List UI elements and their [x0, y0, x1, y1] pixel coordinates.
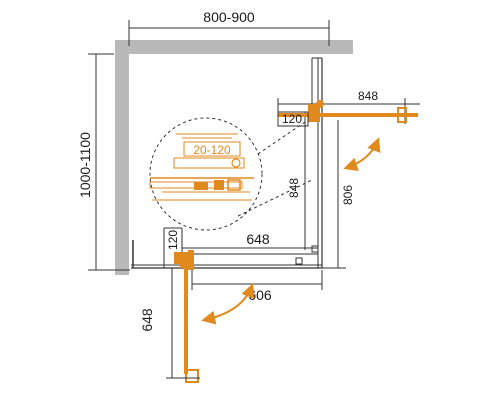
front-door-dimension: 606: [191, 270, 323, 303]
front-door-label: 606: [248, 287, 272, 303]
left-door: 648: [139, 268, 200, 383]
right-handle-mark: [311, 245, 319, 253]
right-outer-label: 806: [341, 185, 355, 205]
left-height-label: 1000-1100: [77, 132, 93, 198]
right-outer-dimension: 806: [322, 120, 355, 269]
top-wall: [115, 40, 353, 54]
front-panel-label: 648: [246, 231, 270, 247]
front-panel: 120 648: [163, 227, 318, 270]
right-side-dimension: 848: [287, 112, 306, 250]
detail-callout: 20-120: [149, 117, 313, 231]
front-handle-mark: [295, 257, 303, 265]
detail-range-label: 20-120: [193, 143, 231, 157]
right-door: 848 120: [277, 89, 420, 127]
right-swing-arrow: [343, 137, 381, 172]
left-swing-arrow: [201, 283, 255, 325]
left-dimension: 1000-1100: [77, 53, 130, 271]
left-wall: [115, 40, 129, 275]
right-offset-label: 120: [282, 112, 302, 126]
top-width-label: 800-900: [203, 9, 255, 25]
front-offset-label: 120: [166, 230, 180, 250]
left-door-label: 648: [139, 308, 155, 332]
top-dimension: 800-900: [128, 9, 330, 46]
right-door-label: 848: [358, 89, 378, 103]
right-side-label: 848: [287, 178, 301, 198]
